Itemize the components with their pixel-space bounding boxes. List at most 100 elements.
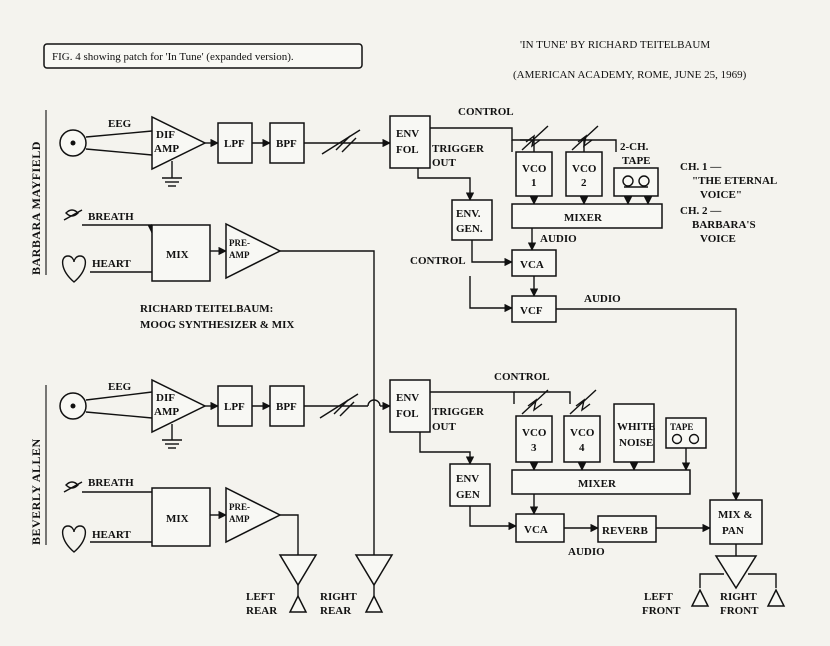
svg-text:REAR: REAR [320,605,352,617]
svg-text:1: 1 [531,177,537,189]
tape-1: TAPE [665,417,707,449]
caption-box: FIG. 4 showing patch for 'In Tune' (expa… [43,43,363,69]
svg-text:MIXER: MIXER [578,478,617,490]
breath-sensor-2: BREATH [63,477,152,493]
variable-gain-1 [304,129,391,155]
trigger-out-1b: OUT [432,157,457,169]
speaker-right-rear: RIGHT REAR [320,554,394,617]
right-front-2: FRONT [720,605,759,617]
vco-4: VCO 4 [563,389,601,463]
center-label-2: MOOG SYNTHESIZER & MIX [140,319,294,331]
caption-text: FIG. 4 showing patch for 'In Tune' (expa… [52,51,294,63]
vco-1: VCO 1 [515,125,553,197]
right-front-1: RIGHT [720,591,757,603]
svg-text:MIX &: MIX & [718,509,753,521]
svg-text:GEN.: GEN. [456,223,483,235]
left-front-2: FRONT [642,605,681,617]
svg-text:BPF: BPF [276,138,297,150]
channel-note: CH. 1 — "THE ETERNAL VOICE" CH. 2 — BARB… [680,161,777,245]
bpf-1: BPF [269,122,305,164]
mix-1: MIX [151,224,211,282]
speaker-left-rear: LEFT REAR [246,554,318,617]
svg-text:VOICE: VOICE [700,233,736,245]
mix-and-pan: MIX & PAN [709,499,763,545]
svg-text:VCO: VCO [570,427,595,439]
control-label-top: CONTROL [458,106,514,118]
env-fol-1: ENV FOL [389,115,431,169]
svg-text:AMP: AMP [154,406,179,418]
svg-text:BARBARA'S: BARBARA'S [692,219,756,231]
svg-text:AMP: AMP [229,514,250,524]
mixer-2: MIXER [511,469,691,495]
lpf-2: LPF [217,385,253,427]
svg-text:LEFT: LEFT [246,591,275,603]
trigger-out-2b: OUT [432,421,457,433]
audio-label-3: AUDIO [568,546,605,558]
svg-text:TAPE: TAPE [622,155,651,167]
svg-text:4: 4 [579,442,585,454]
env-gen-1: ENV. GEN. [451,199,493,241]
svg-text:HEART: HEART [92,529,131,541]
svg-text:BREATH: BREATH [88,477,134,489]
left-front-1: LEFT [644,591,673,603]
reverb: REVERB [597,515,657,543]
vca-2: VCA [515,513,565,543]
svg-text:VCA: VCA [520,259,544,271]
svg-text:MIX: MIX [166,513,189,525]
svg-text:ENV: ENV [456,473,479,485]
eeg-label-2: EEG [108,381,132,393]
env-fol-2: ENV FOL [389,379,431,433]
heart-sensor-2: HEART [61,525,152,553]
pre-amp-2: PRE- AMP [225,486,282,544]
svg-text:CH. 1 —: CH. 1 — [680,161,722,173]
svg-text:PRE-: PRE- [229,238,250,248]
center-label-1: RICHARD TEITELBAUM: [140,303,273,315]
svg-text:CH. 2 —: CH. 2 — [680,205,722,217]
svg-text:AMP: AMP [154,143,179,155]
white-noise: WHITE NOISE [613,403,656,463]
svg-text:FOL: FOL [396,408,419,420]
bpf-2: BPF [269,385,305,427]
svg-text:2-CH.: 2-CH. [620,141,649,153]
control-label-bottom: CONTROL [494,371,550,383]
performer-label-2: BEVERLY ALLEN [29,385,47,545]
svg-text:AMP: AMP [229,250,250,260]
audio-label-1: AUDIO [540,233,577,245]
svg-text:ENV: ENV [396,128,419,140]
svg-text:LPF: LPF [224,401,245,413]
svg-text:RIGHT: RIGHT [320,591,357,603]
vca-1: VCA [511,249,557,277]
vco-3: VCO 3 [515,389,553,463]
svg-text:HEART: HEART [92,258,131,270]
title-line-2: (AMERICAN ACADEMY, ROME, JUNE 25, 1969) [513,69,747,81]
svg-text:MIXER: MIXER [564,212,603,224]
svg-text:PAN: PAN [722,525,744,537]
svg-text:"THE ETERNAL: "THE ETERNAL [692,175,777,187]
svg-text:BREATH: BREATH [88,211,134,223]
svg-text:LPF: LPF [224,138,245,150]
svg-text:2: 2 [581,177,587,189]
breath-sensor-1: BREATH [63,209,157,234]
svg-text:NOISE: NOISE [619,437,653,449]
svg-text:DIF: DIF [156,392,175,404]
svg-text:DIF: DIF [156,129,175,141]
mixer-1: MIXER [511,203,663,229]
svg-text:VCO: VCO [522,163,547,175]
svg-text:TAPE: TAPE [670,422,693,432]
svg-text:VCF: VCF [520,305,543,317]
svg-text:REVERB: REVERB [602,525,649,537]
trigger-out-2a: TRIGGER [432,406,485,418]
svg-text:VCO: VCO [572,163,597,175]
heart-sensor-1: HEART [61,255,152,283]
vcf-1: VCF [511,295,557,323]
svg-text:VCA: VCA [524,524,548,536]
lpf-1: LPF [217,122,253,164]
svg-text:PRE-: PRE- [229,502,250,512]
audio-label-2: AUDIO [584,293,621,305]
svg-text:BPF: BPF [276,401,297,413]
svg-text:ENV.: ENV. [456,208,481,220]
eeg-electrode-1: EEG [59,118,153,157]
dif-amp-1: DIF AMP [151,115,207,187]
